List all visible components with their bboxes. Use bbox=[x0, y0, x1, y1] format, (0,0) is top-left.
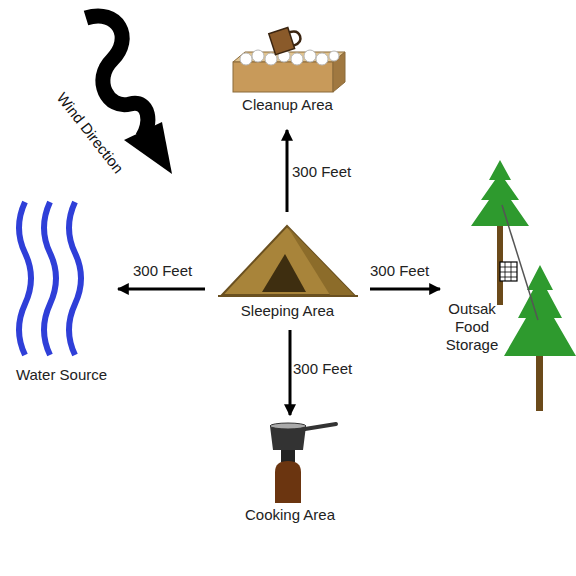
wind-arrow-head bbox=[124, 122, 172, 174]
tub-front bbox=[233, 62, 333, 92]
food-storage-trees bbox=[471, 160, 576, 411]
area-node: Outsak Food Storage bbox=[440, 160, 576, 410]
distance-label: 300 Feet bbox=[133, 262, 192, 280]
fuel-bottle bbox=[275, 461, 301, 503]
pine-tree bbox=[471, 160, 529, 226]
distance-arrow bbox=[370, 288, 440, 291]
wind-label: Wind Direction bbox=[46, 80, 134, 186]
distance-label: 300 Feet bbox=[292, 163, 351, 181]
food-bag bbox=[500, 262, 517, 281]
tree-trunk bbox=[497, 215, 503, 305]
camp-stove bbox=[270, 423, 336, 503]
tent-ground bbox=[218, 295, 358, 297]
distance-arrow bbox=[286, 130, 289, 212]
distance-label: 300 Feet bbox=[370, 262, 429, 280]
area-label: Cleanup Area bbox=[225, 96, 350, 114]
area-node: Sleeping Area bbox=[205, 212, 370, 330]
wind-arrow-body bbox=[86, 16, 148, 138]
area-label: Outsak Food Storage bbox=[440, 300, 504, 354]
tent-body bbox=[222, 226, 354, 295]
area-label: Water Source bbox=[5, 366, 118, 384]
cleanup-tub bbox=[233, 25, 345, 92]
area-label: Sleeping Area bbox=[205, 302, 370, 320]
area-node: Cleanup Area bbox=[225, 26, 350, 130]
pot bbox=[270, 426, 306, 450]
area-node: Water Source bbox=[5, 196, 118, 386]
mug bbox=[269, 25, 303, 55]
soap-bubbles bbox=[240, 50, 339, 65]
distance-arrow bbox=[289, 330, 292, 415]
area-node: Cooking Area bbox=[225, 415, 355, 527]
water-waves bbox=[19, 202, 81, 355]
tent-door bbox=[262, 254, 306, 292]
distance-label: 300 Feet bbox=[293, 360, 352, 378]
area-label: Cooking Area bbox=[225, 506, 355, 524]
tent bbox=[218, 226, 358, 296]
distance-arrow bbox=[118, 288, 205, 291]
pot-handle bbox=[305, 424, 336, 429]
pot-rim bbox=[270, 423, 306, 429]
burner bbox=[281, 450, 295, 462]
